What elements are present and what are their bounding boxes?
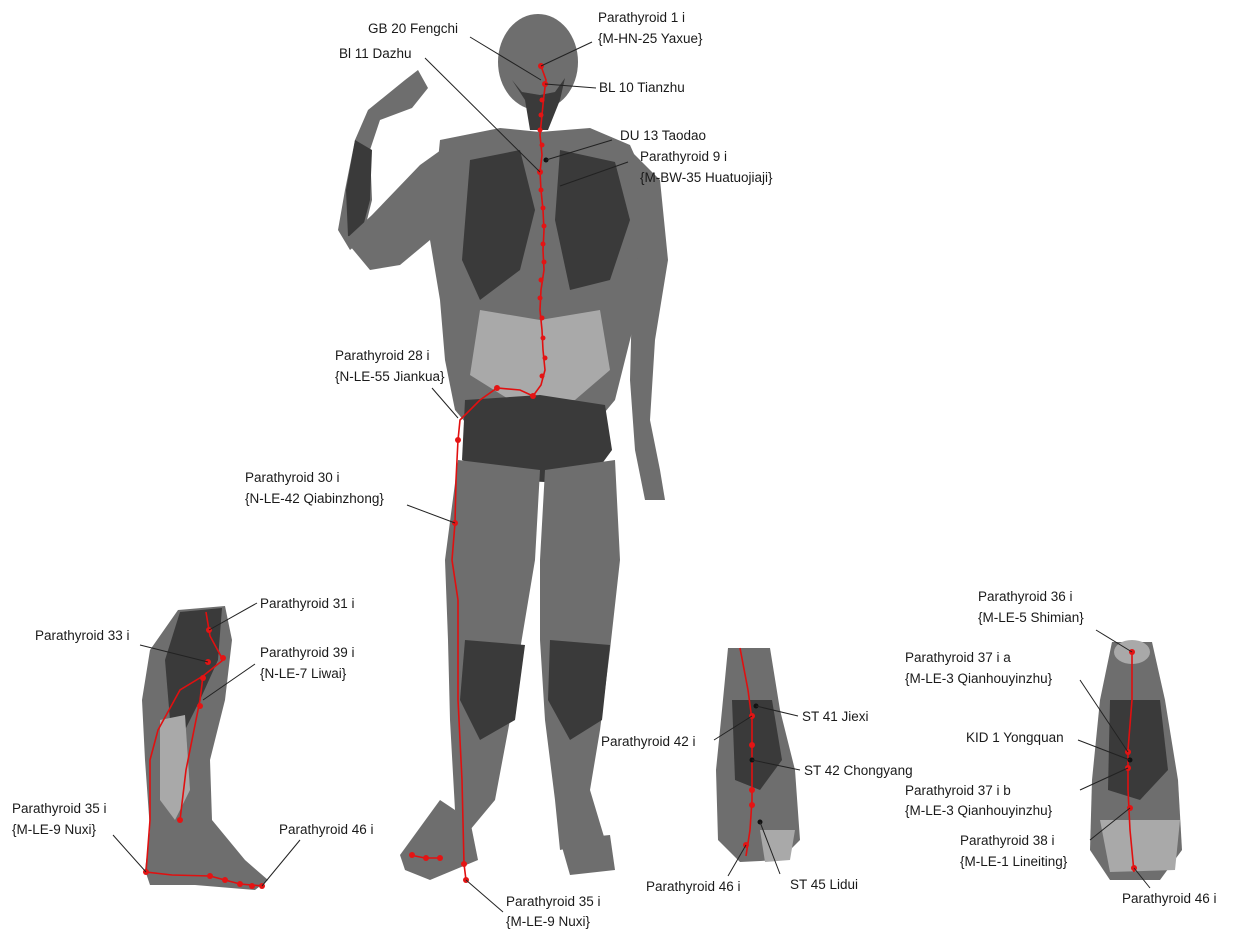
- label-foot-parathyroid-46: Parathyroid 46 i: [646, 879, 741, 894]
- label-leg-parathyroid-35: Parathyroid 35 i: [12, 801, 107, 816]
- dorsal-foot: [714, 648, 800, 876]
- label-bl10: BL 10 Tianzhu: [599, 80, 685, 95]
- label-parathyroid-28: Parathyroid 28 i: [335, 348, 430, 363]
- label-leg-parathyroid-39: Parathyroid 39 i: [260, 645, 355, 660]
- label-leg-parathyroid-31: Parathyroid 31 i: [260, 596, 355, 611]
- label-parathyroid-37a: Parathyroid 37 i a: [905, 650, 1011, 665]
- label-leg-parathyroid-35-alt: {M-LE-9 Nuxi}: [12, 822, 97, 837]
- label-parathyroid-1: Parathyroid 1 i: [598, 10, 685, 25]
- label-main-parathyroid-35: Parathyroid 35 i: [506, 894, 601, 909]
- label-main-parathyroid-35-alt: {M-LE-9 Nuxi}: [506, 914, 591, 929]
- label-parathyroid-36-alt: {M-LE-5 Shimian}: [978, 610, 1084, 625]
- label-parathyroid-30-alt: {N-LE-42 Qiabinzhong}: [245, 491, 384, 506]
- label-leg-parathyroid-39-alt: {N-LE-7 Liwai}: [260, 666, 347, 681]
- label-parathyroid-1-alt: {M-HN-25 Yaxue}: [598, 31, 703, 46]
- label-parathyroid-28-alt: {N-LE-55 Jiankua}: [335, 369, 445, 384]
- label-parathyroid-38: Parathyroid 38 i: [960, 833, 1055, 848]
- label-du13: DU 13 Taodao: [620, 128, 706, 143]
- label-gb20: GB 20 Fengchi: [368, 21, 458, 36]
- label-leg-parathyroid-46: Parathyroid 46 i: [279, 822, 374, 837]
- label-parathyroid-37b: Parathyroid 37 i b: [905, 783, 1011, 798]
- label-parathyroid-30: Parathyroid 30 i: [245, 470, 340, 485]
- label-kid1: KID 1 Yongquan: [966, 730, 1064, 745]
- label-st42: ST 42 Chongyang: [804, 763, 913, 778]
- label-st45: ST 45 Lidui: [790, 877, 858, 892]
- label-leg-parathyroid-33: Parathyroid 33 i: [35, 628, 130, 643]
- label-parathyroid-37a-alt: {M-LE-3 Qianhouyinzhu}: [905, 671, 1053, 686]
- label-bl11: Bl 11 Dazhu: [339, 46, 412, 61]
- label-parathyroid-9: Parathyroid 9 i: [640, 149, 727, 164]
- label-parathyroid-37b-alt: {M-LE-3 Qianhouyinzhu}: [905, 803, 1053, 818]
- label-st41: ST 41 Jiexi: [802, 709, 869, 724]
- label-parathyroid-36: Parathyroid 36 i: [978, 589, 1073, 604]
- sole-foot: [1078, 630, 1182, 888]
- label-parathyroid-9-alt: {M-BW-35 Huatuojiaji}: [640, 170, 773, 185]
- label-parathyroid-42: Parathyroid 42 i: [601, 734, 696, 749]
- label-sole-parathyroid-46: Parathyroid 46 i: [1122, 891, 1217, 906]
- label-parathyroid-38-alt: {M-LE-1 Lineiting}: [960, 854, 1068, 869]
- main-figure: [338, 14, 668, 880]
